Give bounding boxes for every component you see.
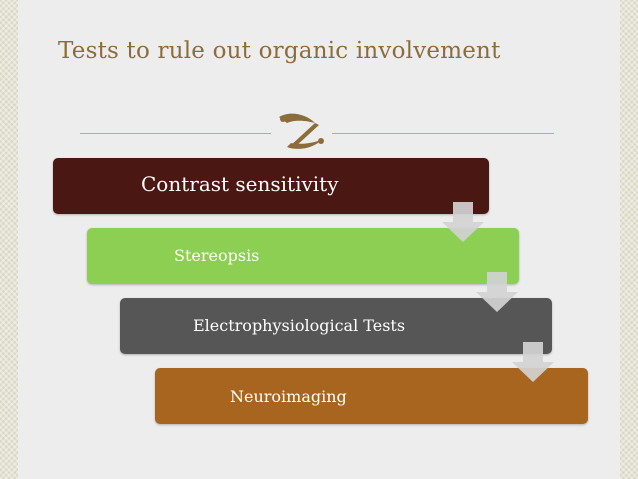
- process-step-contrast-sensitivity: Contrast sensitivity: [53, 158, 489, 214]
- fleuron-icon: [279, 113, 324, 149]
- divider-line-right: [332, 133, 554, 134]
- step-label: Contrast sensitivity: [141, 172, 339, 196]
- process-step-electrophysiological-tests: Electrophysiological Tests: [120, 298, 552, 354]
- down-arrow-icon: [476, 272, 518, 312]
- down-arrow-icon: [442, 202, 484, 242]
- step-label: Electrophysiological Tests: [193, 316, 406, 335]
- step-label: Stereopsis: [174, 246, 260, 265]
- process-step-neuroimaging: Neuroimaging: [155, 368, 588, 424]
- divider-line-left: [80, 133, 271, 134]
- right-border-strip: [620, 0, 638, 479]
- down-arrow-icon: [512, 342, 554, 382]
- step-label: Neuroimaging: [230, 387, 347, 406]
- left-border-strip: [0, 0, 18, 479]
- slide-title: Tests to rule out organic involvement: [58, 38, 501, 64]
- process-step-stereopsis: Stereopsis: [87, 228, 519, 284]
